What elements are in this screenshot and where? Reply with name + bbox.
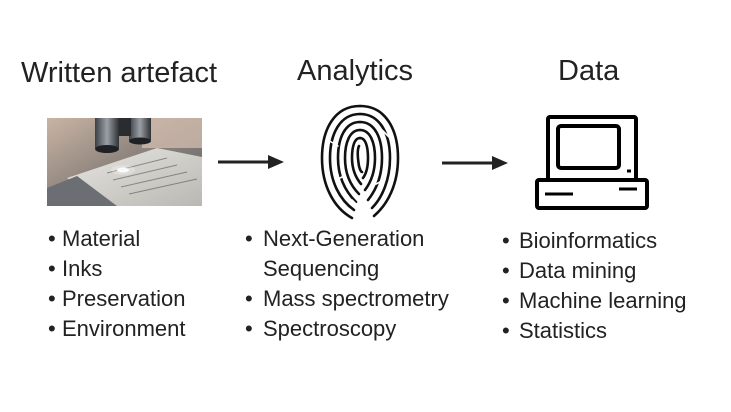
list-item: Material — [48, 224, 186, 254]
data-list: Bioinformatics Data mining Machine learn… — [502, 226, 687, 346]
heading-analytics: Analytics — [297, 55, 414, 87]
arrow-right-icon — [218, 155, 284, 169]
list-item: Spectroscopy — [245, 314, 460, 344]
arrow-right-icon — [442, 156, 508, 170]
list-item: Bioinformatics — [502, 226, 687, 256]
microscope-photo-icon — [47, 118, 202, 206]
heading-data: Data — [558, 55, 620, 87]
heading-written-artefact: Written artefact — [21, 57, 218, 89]
analytics-list: Next-Generation Sequencing Mass spectrom… — [245, 224, 460, 344]
list-item: Environment — [48, 314, 186, 344]
list-item: Inks — [48, 254, 186, 284]
list-item: Mass spectrometry — [245, 284, 460, 314]
list-item: Data mining — [502, 256, 687, 286]
list-item: Machine learning — [502, 286, 687, 316]
fingerprint-icon — [318, 100, 402, 229]
list-item: Next-Generation Sequencing — [245, 224, 460, 284]
artefact-list: Material Inks Preservation Environment — [48, 224, 186, 344]
list-item: Statistics — [502, 316, 687, 346]
list-item: Preservation — [48, 284, 186, 314]
computer-icon — [533, 113, 653, 220]
